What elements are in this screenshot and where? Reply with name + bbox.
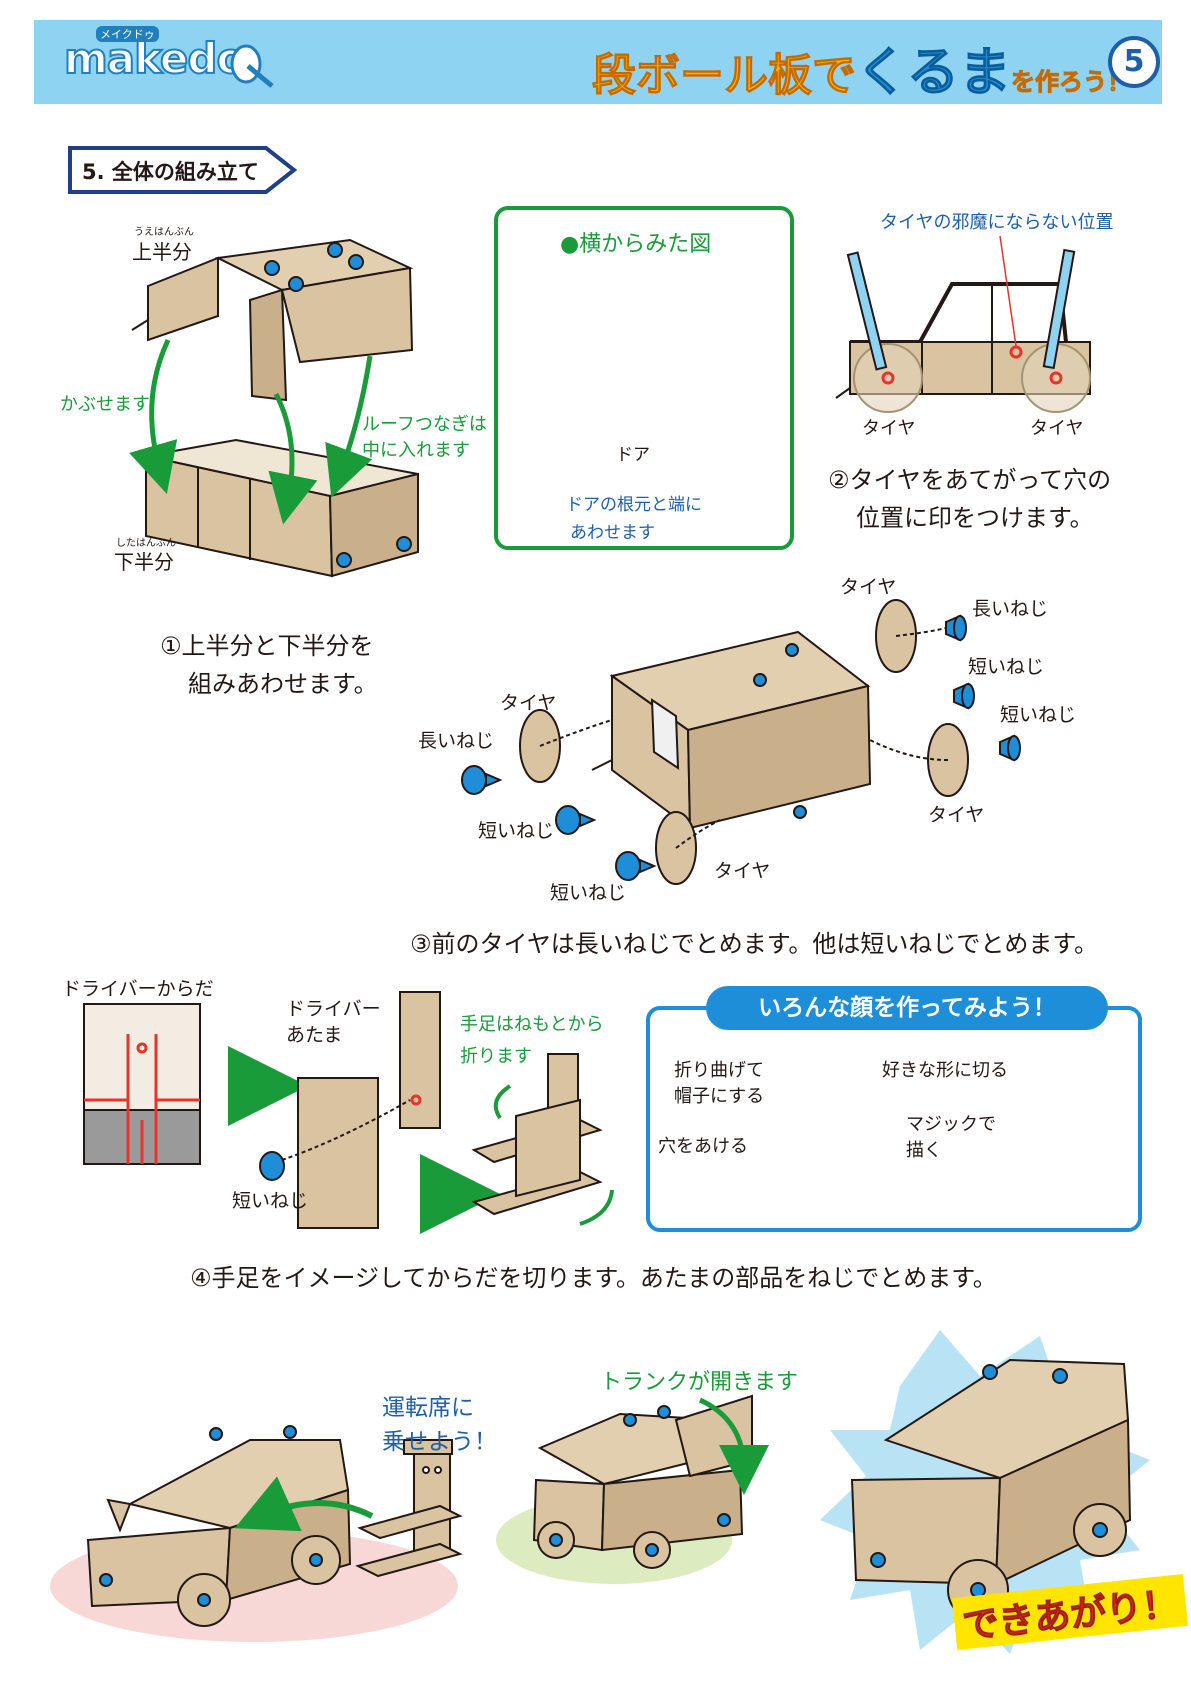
upper-half-illustration [131,238,414,402]
marker-label-2: 描く [906,1140,942,1161]
cover-arrow-left [129,338,178,495]
limbs-fold-label-2: 折ります [460,1046,532,1067]
completed-car-illustration [850,1358,1132,1621]
tire-clear-position-label: タイヤの邪魔にならない位置 [880,212,1114,233]
title-part2: くるま [856,43,1012,104]
pen-right-icon [1042,248,1076,370]
step4-short-screw-label: 短いねじ [232,1190,309,1212]
step3-short-screw-left: 短いねじ [478,820,555,842]
roof-label-1: ルーフつなぎは [362,414,487,435]
step3-short-screw-bottom: 短いねじ [550,882,627,904]
roof-label-2: 中に入れます [362,440,470,461]
title-part1: 段ボール板で [592,50,857,102]
step3-caption: ③前のタイヤは長いねじでとめます。他は短いねじでとめます。 [410,930,1098,958]
faces-box [646,1006,1142,1232]
tire-right-label: タイヤ [1030,418,1084,439]
screw-icon-mid2 [999,734,1021,762]
trunk-arrow [698,1397,769,1495]
cover-arrow-middle [268,392,318,525]
screw-icon-bottom [615,851,657,881]
driver-head-label-2: あたま [286,1024,343,1046]
lower-half-ruby: したはんぶん [116,538,176,549]
driver-head-illustration [259,991,441,1229]
driver-body-illustration [83,1003,201,1165]
section-label: 5. 全体の組み立て [82,160,259,184]
step3-long-screw-left: 長いねじ [418,730,495,752]
seat-label-2: 乗せよう！ [382,1429,497,1455]
limbs-fold-label-1: 手足はねもとから [460,1014,604,1035]
step4-caption: ④手足をイメージしてからだを切ります。あたまの部品をねじでとめます。 [190,1264,997,1292]
tire-left-label: タイヤ [862,418,916,439]
hat-fold-label-1: 折り曲げて [674,1060,764,1081]
fold-arrow-upper [493,1084,512,1120]
header-banner [34,20,1162,104]
hole-label: 穴をあける [658,1136,748,1157]
step1-caption-1: ①上半分と下半分を [160,632,374,660]
makedo-logo: makedo [63,33,246,84]
screw-icon-left2 [555,805,597,835]
logo-kana: メイクドゥ [96,26,159,42]
step3-short-screw-1: 短いねじ [968,656,1045,678]
pen-left-icon [846,251,888,371]
fold-arrow-lower [579,1189,614,1226]
section-tag-arrow [68,146,298,194]
door-label: ドア [616,445,650,465]
cover-label: かぶせます [60,394,150,415]
cut-shape-label: 好きな形に切る [882,1060,1008,1081]
hat-fold-label-2: 帽子にする [674,1086,765,1107]
upper-half-ruby: うえはんぶん [134,227,194,238]
car-exploded-illustration [461,599,1021,885]
seat-label-1: 運転席に [382,1395,474,1421]
page-number-badge: 5 [1108,36,1160,88]
side-note-2: あわせます [570,523,655,543]
screw-icon-left [461,765,503,795]
side-view-title: ●横からみた図 [560,232,712,257]
driver-body-label: ドライバーからだ [62,978,214,1000]
driver-head-label-1: ドライバー [286,998,381,1020]
screw-icon-top [945,614,967,642]
step3-tire-right-label: タイヤ [928,804,985,826]
step3-tire-top-label: タイヤ [840,576,897,598]
step3-short-screw-2: 短いねじ [1000,704,1077,726]
seat-arrow [234,1476,374,1532]
screw-icon-mid1 [953,682,975,710]
step1-caption-2: 組みあわせます。 [188,670,378,698]
trunk-label: トランクが開きます [600,1370,799,1395]
step3-tire-bottom-label: タイヤ [714,860,771,882]
step3-tire-left-label: タイヤ [500,692,557,714]
lower-half-label: 下半分 [114,550,174,574]
marker-label-1: マジックで [906,1114,996,1135]
side-view-box [494,206,794,550]
side-note-1: ドアの根元と端に [566,495,702,515]
faces-title: いろんな顔を作ってみよう！ [706,986,1108,1030]
step3-long-screw-top: 長いねじ [972,598,1049,620]
tire-marking-illustration [835,235,1091,413]
section-tag: 5. 全体の組み立て [68,146,298,194]
roof-joint-arrow [325,355,373,498]
driver-figure-final [355,1439,463,1578]
step2-caption-2: 位置に印をつけます。 [856,504,1094,532]
upper-half-label: 上半分 [132,240,192,264]
step2-caption-1: ②タイヤをあてがって穴の [828,466,1112,494]
driver-folded-illustration [471,1053,603,1216]
